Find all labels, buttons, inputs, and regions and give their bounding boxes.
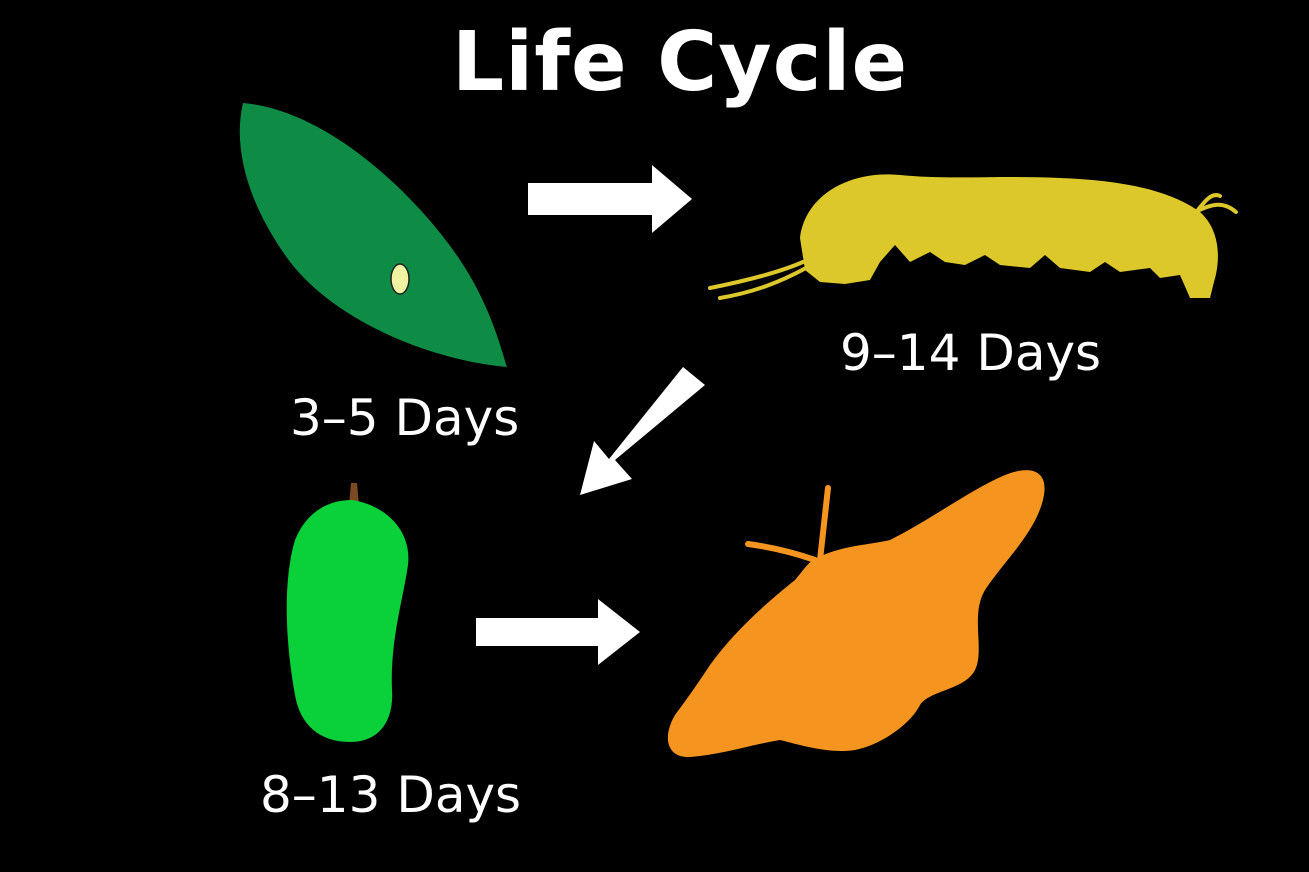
moth-antennae bbox=[745, 485, 831, 563]
egg-stage-duration-label: 3–5 Days bbox=[290, 389, 520, 447]
arrow-egg-to-larva bbox=[528, 165, 692, 233]
leaf-shape bbox=[239, 103, 507, 367]
chrysalis-illustration bbox=[286, 483, 409, 742]
pupa-stage-duration-label: 8–13 Days bbox=[260, 766, 522, 824]
caterpillar-antennae bbox=[708, 193, 1238, 300]
egg-shape bbox=[390, 263, 410, 295]
diagram-title: Life Cycle bbox=[451, 15, 909, 110]
caterpillar-body bbox=[800, 174, 1218, 298]
moth-body-wings bbox=[667, 470, 1045, 758]
caterpillar-illustration bbox=[708, 174, 1238, 300]
moth-illustration bbox=[667, 470, 1045, 758]
arrow-larva-to-pupa bbox=[580, 367, 705, 495]
larva-stage-duration-label: 9–14 Days bbox=[840, 324, 1102, 382]
arrow-pupa-to-adult bbox=[476, 599, 640, 665]
egg-on-leaf-illustration bbox=[239, 103, 507, 367]
chrysalis-stem bbox=[349, 483, 359, 505]
chrysalis-body bbox=[286, 500, 409, 742]
